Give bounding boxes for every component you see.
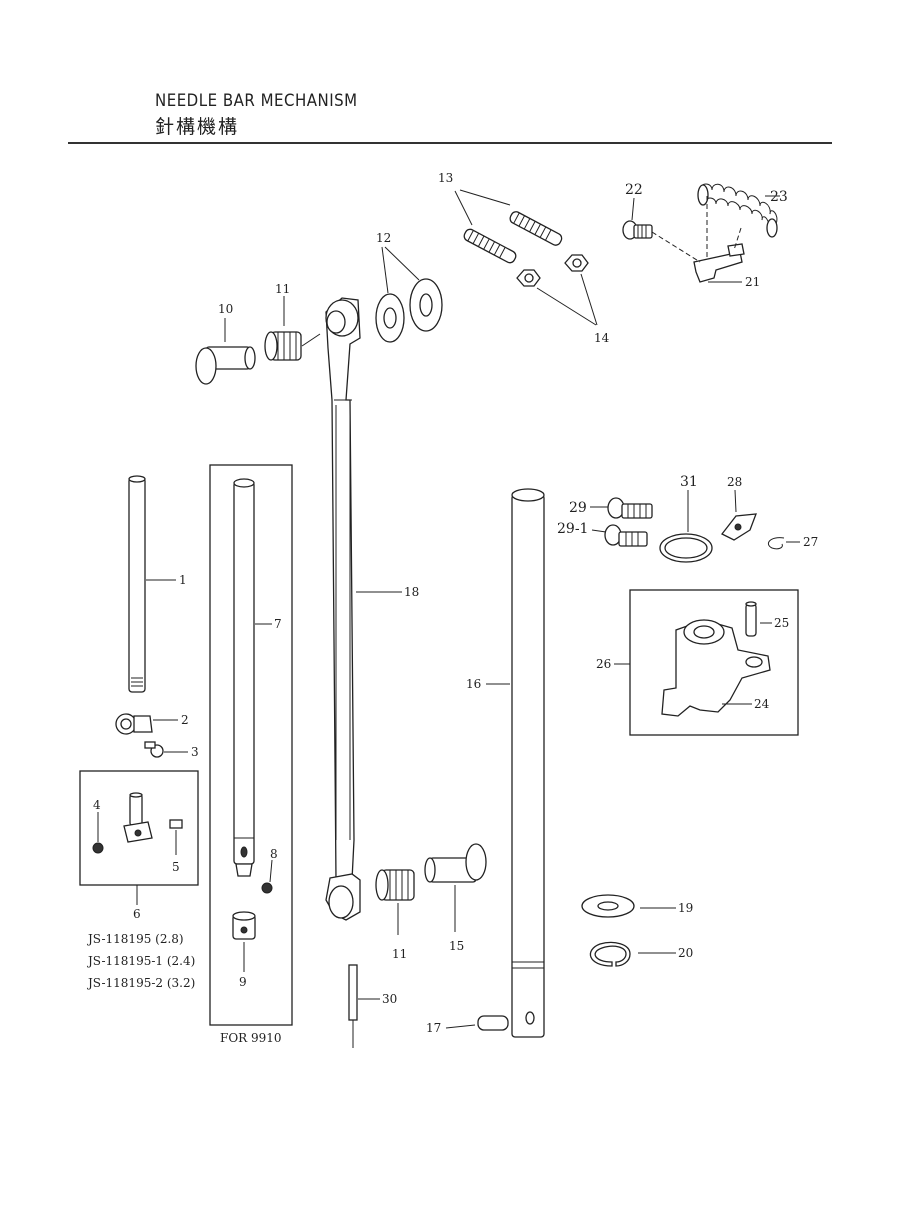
- part-6-box: [79, 770, 199, 886]
- leader-13a: [454, 190, 473, 226]
- part-20-snap-ring: [589, 941, 631, 967]
- part-6-assembly: [123, 792, 153, 843]
- part-23-spring: [697, 183, 778, 238]
- callout-7: 7: [274, 617, 282, 631]
- part-number-1: JS-118195 (2.8): [86, 932, 184, 946]
- callout-23: 23: [770, 189, 788, 205]
- header-divider: [68, 142, 832, 144]
- callout-14: 14: [594, 331, 610, 345]
- part-30-needle: [348, 964, 358, 1048]
- callout-11-upper: 11: [275, 282, 290, 296]
- leader-13b: [459, 189, 511, 206]
- part-18-connecting-rod: [325, 297, 361, 921]
- part-3-screw: [144, 741, 164, 758]
- callout-26: 26: [596, 657, 611, 671]
- callout-2: 2: [181, 713, 189, 727]
- part-24-crank: [661, 619, 771, 717]
- part-10-pin: [195, 346, 256, 385]
- part-15-pin: [424, 843, 487, 883]
- callout-13: 13: [438, 171, 453, 185]
- part-29-screw: [607, 497, 653, 519]
- callout-21: 21: [745, 275, 760, 289]
- callout-12: 12: [376, 231, 391, 245]
- callout-29: 29: [569, 500, 587, 516]
- part-22-screw: [622, 220, 653, 240]
- part-17-pin: [477, 1015, 509, 1031]
- callout-27: 27: [803, 535, 818, 549]
- part-26-box: [629, 589, 799, 736]
- part-27-clip: [768, 537, 785, 550]
- variant-label: FOR 9910: [220, 1031, 282, 1045]
- part-11-bearing-lower: [375, 869, 415, 901]
- callout-29-1: 29-1: [557, 521, 588, 537]
- part-13-studs: [463, 211, 563, 264]
- callout-9: 9: [239, 975, 247, 989]
- callout-16: 16: [466, 677, 481, 691]
- callout-19: 19: [678, 901, 693, 915]
- callout-22: 22: [625, 182, 643, 198]
- part-29-1-screw: [604, 524, 648, 547]
- part-number-2: JS-118195-1 (2.4): [86, 954, 195, 968]
- leader-14b: [580, 273, 598, 326]
- callout-17: 17: [426, 1021, 441, 1035]
- callout-6: 6: [133, 907, 141, 921]
- callout-31: 31: [680, 474, 698, 490]
- callout-24: 24: [754, 697, 770, 711]
- callout-25: 25: [774, 616, 789, 630]
- part-4-screw: [92, 842, 104, 854]
- part-9-collar: [232, 911, 256, 940]
- page-subtitle: 針構機構: [155, 116, 240, 138]
- leader-14a: [536, 287, 597, 326]
- part-2-clamp: [115, 713, 153, 735]
- callout-1: 1: [179, 573, 187, 587]
- part-31-washer: [659, 533, 713, 563]
- page-title: NEEDLE BAR MECHANISM: [155, 90, 358, 111]
- part-7-needle-bar: [233, 478, 255, 877]
- part-number-3: JS-118195-2 (3.2): [86, 976, 195, 990]
- part-28-plate: [721, 513, 757, 541]
- callout-10: 10: [218, 302, 233, 316]
- callout-15: 15: [449, 939, 464, 953]
- part-16-shaft: [511, 488, 545, 1038]
- callout-11-lower: 11: [392, 947, 407, 961]
- part-25-pin: [745, 601, 757, 637]
- part-19-washer: [581, 894, 635, 918]
- callout-3: 3: [191, 745, 199, 759]
- part-5-screw: [169, 819, 183, 829]
- callout-18: 18: [404, 585, 419, 599]
- part-21-bracket: [693, 243, 745, 283]
- part-11-bearing-upper: [264, 331, 302, 361]
- for-9910-box: [209, 464, 293, 1026]
- callout-28: 28: [727, 475, 742, 489]
- callout-4: 4: [93, 798, 101, 812]
- part-1-needle-bar: [128, 475, 146, 693]
- callout-8: 8: [270, 847, 278, 861]
- part-8-screw: [261, 882, 273, 894]
- callout-20: 20: [678, 946, 693, 960]
- callout-5: 5: [172, 860, 180, 874]
- part-12-washers: [375, 278, 443, 343]
- callout-30: 30: [382, 992, 397, 1006]
- part-14-nuts: [516, 254, 589, 287]
